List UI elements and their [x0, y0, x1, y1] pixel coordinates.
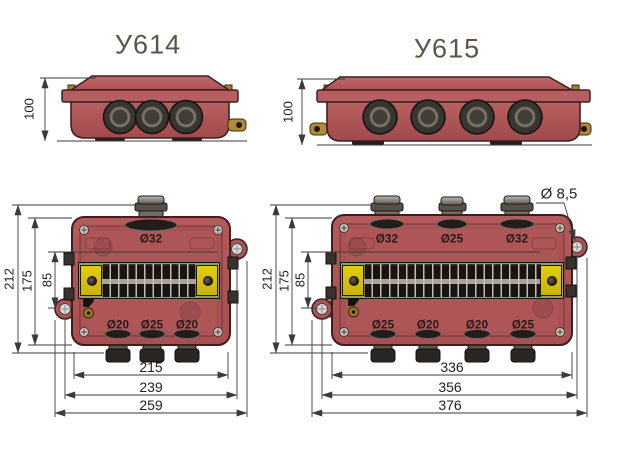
ear-hole [581, 126, 587, 132]
top-cable-gland [134, 195, 168, 218]
dim-239: 239 [139, 379, 163, 395]
dim-336: 336 [440, 359, 464, 375]
port-label-d32: Ø32 [139, 233, 163, 246]
bottom-cable-glands [370, 343, 536, 363]
terminal-end-plate [540, 265, 562, 296]
u615-side-view [309, 76, 592, 145]
port-label-d25: Ø25 [511, 319, 535, 332]
port-label-d20: Ø20 [106, 319, 130, 332]
port-label-d32: Ø32 [505, 233, 529, 246]
recess [189, 237, 215, 250]
dim-215: 215 [139, 359, 163, 375]
gland-nut [463, 329, 491, 339]
ear-hole [236, 122, 242, 128]
terminal-blocks [101, 264, 197, 297]
bottom-cable-glands [105, 343, 200, 363]
port-label-d20: Ø20 [465, 319, 489, 332]
cable-gland [168, 99, 204, 135]
extension-line [54, 261, 248, 417]
dim-85: 85 [292, 272, 308, 288]
port-label-d25: Ø25 [140, 319, 164, 332]
terminal-end-plate [342, 265, 364, 296]
recess [349, 237, 375, 250]
gland-nut [138, 329, 166, 339]
recess [85, 237, 111, 250]
rail-clamps [325, 251, 577, 300]
extension-line [311, 258, 588, 417]
recess [531, 237, 557, 250]
boss [179, 301, 201, 323]
corner-screws [339, 223, 565, 337]
boss [347, 237, 367, 257]
dim-259: 259 [139, 397, 163, 413]
rail-clamps [63, 252, 239, 304]
box-lid [319, 76, 575, 91]
mount-ear [311, 298, 333, 320]
dim-mount-hole-8-5: Ø 8,5 [540, 185, 578, 203]
gland-nut [509, 329, 537, 339]
port-label-d25: Ø25 [440, 233, 464, 246]
cable-gland [362, 99, 398, 135]
lid-flange [316, 89, 591, 103]
top-cable-glands [370, 195, 534, 218]
cable-gland [507, 99, 543, 135]
ground-terminal [348, 293, 359, 318]
gland-nut [369, 329, 397, 339]
gland-nut [104, 329, 132, 339]
gland-nut [369, 218, 405, 230]
dim-212: 212 [259, 268, 275, 290]
leader-line [563, 202, 576, 241]
dimension-lines [12, 77, 592, 417]
dim-175: 175 [19, 270, 35, 292]
port-label-d32: Ø32 [375, 233, 399, 246]
model-title-u614: У614 [114, 29, 182, 60]
boss [532, 297, 554, 319]
cable-gland [134, 99, 170, 135]
dim-175: 175 [276, 270, 292, 292]
ear-hole [314, 126, 320, 132]
terminal-strip [78, 262, 220, 299]
gland-nut [436, 218, 468, 230]
dim-height-100: 100 [21, 98, 37, 120]
cable-gland [459, 99, 495, 135]
gland-nut [499, 218, 535, 230]
gland-nut [124, 218, 178, 232]
dim-85: 85 [39, 272, 55, 288]
port-label-d20: Ø20 [175, 319, 199, 332]
extension-line [270, 204, 372, 354]
dim-height-100: 100 [280, 101, 296, 123]
terminal-blocks [363, 264, 541, 297]
extension-line [12, 204, 138, 354]
dim-376: 376 [438, 397, 462, 413]
u614-side-view [61, 75, 247, 141]
cable-gland [410, 99, 446, 135]
port-label-d20: Ø20 [416, 319, 440, 332]
port-label-d25: Ø25 [371, 319, 395, 332]
cable-gland [102, 99, 138, 135]
corner-screws [79, 225, 223, 337]
terminal-end-plate [80, 265, 102, 296]
gland-nut [414, 329, 442, 339]
dim-356: 356 [438, 379, 462, 395]
terminal-end-plate [196, 265, 218, 296]
gland-nut [173, 329, 201, 339]
boss [93, 237, 113, 257]
dim-212: 212 [1, 268, 17, 290]
model-title-u615: У615 [413, 33, 481, 64]
terminal-strip [340, 262, 564, 299]
